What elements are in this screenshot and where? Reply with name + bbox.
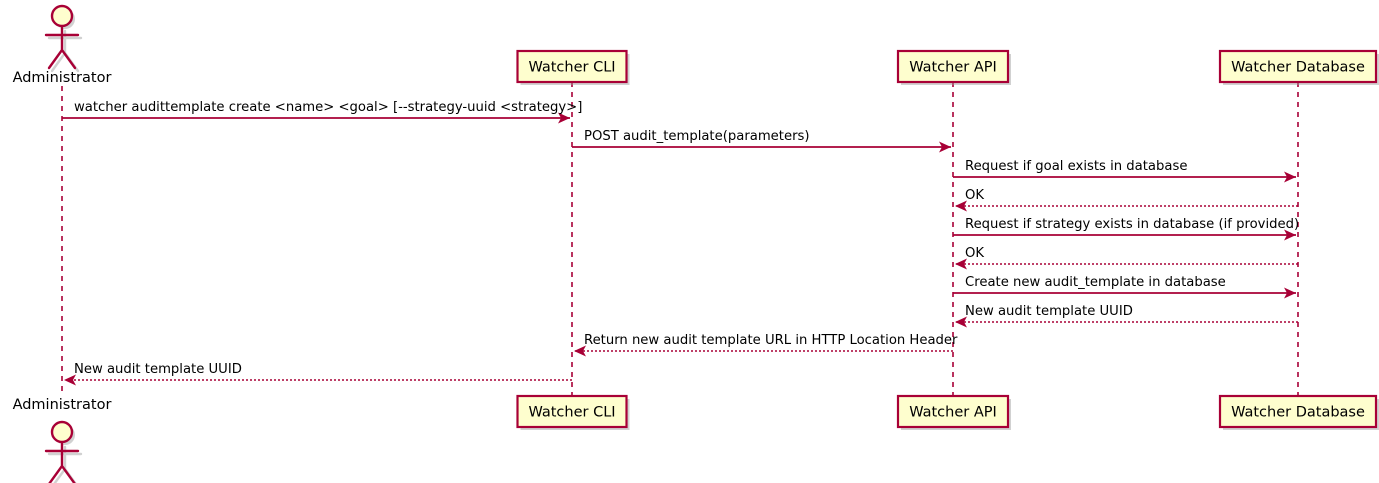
participant-watcher-database-top[interactable]: Watcher Database: [1218, 49, 1379, 85]
message-3[interactable]: Request if goal exists in database: [953, 159, 1296, 183]
participant-watcher-api-top[interactable]: Watcher API: [896, 49, 1011, 85]
arrow-head-icon: [955, 200, 967, 212]
arrow-head-icon: [574, 345, 586, 357]
participant-label-watcher-api: Watcher API: [909, 405, 997, 421]
message-label: OK: [965, 246, 984, 261]
participants-top-group: Administrator Watcher CLI Watcher API Watch…: [13, 4, 1379, 86]
message-7[interactable]: Create new audit_template in database: [953, 275, 1296, 299]
message-2[interactable]: POST audit_template(parameters): [572, 129, 951, 153]
actor-body-icon: [44, 442, 80, 483]
messages-group: watcher audittemplate create <name> <goa…: [62, 100, 1299, 386]
participant-watcher-api-bottom[interactable]: Watcher API: [896, 394, 1011, 430]
arrow-head-icon: [955, 316, 967, 328]
actor-label-administrator: Administrator: [13, 70, 112, 86]
arrow-head-icon: [939, 141, 951, 153]
participant-label-watcher-api: Watcher API: [909, 60, 997, 76]
message-1[interactable]: watcher audittemplate create <name> <goa…: [62, 100, 582, 124]
message-label: POST audit_template(parameters): [584, 129, 810, 144]
actor-body-icon: [44, 26, 80, 70]
message-5[interactable]: Request if strategy exists in database (…: [953, 217, 1299, 241]
participant-box: [896, 394, 1010, 429]
actor-head-icon: [50, 4, 74, 28]
message-label: watcher audittemplate create <name> <goa…: [74, 100, 582, 115]
message-label: Create new audit_template in database: [965, 275, 1226, 290]
participant-box: [896, 49, 1010, 84]
actor-head-icon: [50, 420, 74, 444]
message-4[interactable]: OK: [955, 188, 1298, 212]
message-label: New audit template UUID: [74, 362, 242, 377]
participant-label-watcher-cli: Watcher CLI: [528, 60, 615, 76]
message-label: New audit template UUID: [965, 304, 1133, 319]
participant-label-watcher-database: Watcher Database: [1231, 405, 1365, 421]
arrow-head-icon: [64, 374, 76, 386]
message-label: Return new audit template URL in HTTP Lo…: [584, 333, 958, 348]
participant-label-watcher-database: Watcher Database: [1231, 60, 1365, 76]
lifelines-group: [61, 82, 1299, 396]
participant-label-watcher-cli: Watcher CLI: [528, 405, 615, 421]
participant-box: [1218, 49, 1378, 84]
participant-watcher-database-bottom[interactable]: Watcher Database: [1218, 394, 1379, 430]
arrow-head-icon: [1284, 287, 1296, 299]
arrow-head-icon: [1284, 171, 1296, 183]
message-label: Request if strategy exists in database (…: [965, 217, 1299, 232]
actor-label-administrator: Administrator: [13, 397, 112, 413]
participant-box: [516, 394, 628, 429]
arrow-head-icon: [558, 112, 570, 124]
message-9[interactable]: Return new audit template URL in HTTP Lo…: [574, 333, 958, 357]
participant-watcher-cli-top[interactable]: Watcher CLI: [516, 49, 630, 85]
message-8[interactable]: New audit template UUID: [955, 304, 1298, 328]
message-label: OK: [965, 188, 984, 203]
message-label: Request if goal exists in database: [965, 159, 1187, 174]
participant-box: [516, 49, 628, 84]
arrow-head-icon: [955, 258, 967, 270]
message-10[interactable]: New audit template UUID: [64, 362, 572, 386]
actor-administrator-bottom[interactable]: Administrator: [13, 397, 112, 483]
participant-watcher-cli-bottom[interactable]: Watcher CLI: [516, 394, 630, 430]
participant-box: [1218, 394, 1378, 429]
message-6[interactable]: OK: [955, 246, 1298, 270]
arrow-head-icon: [1284, 229, 1296, 241]
actor-administrator-top[interactable]: Administrator: [13, 4, 112, 86]
